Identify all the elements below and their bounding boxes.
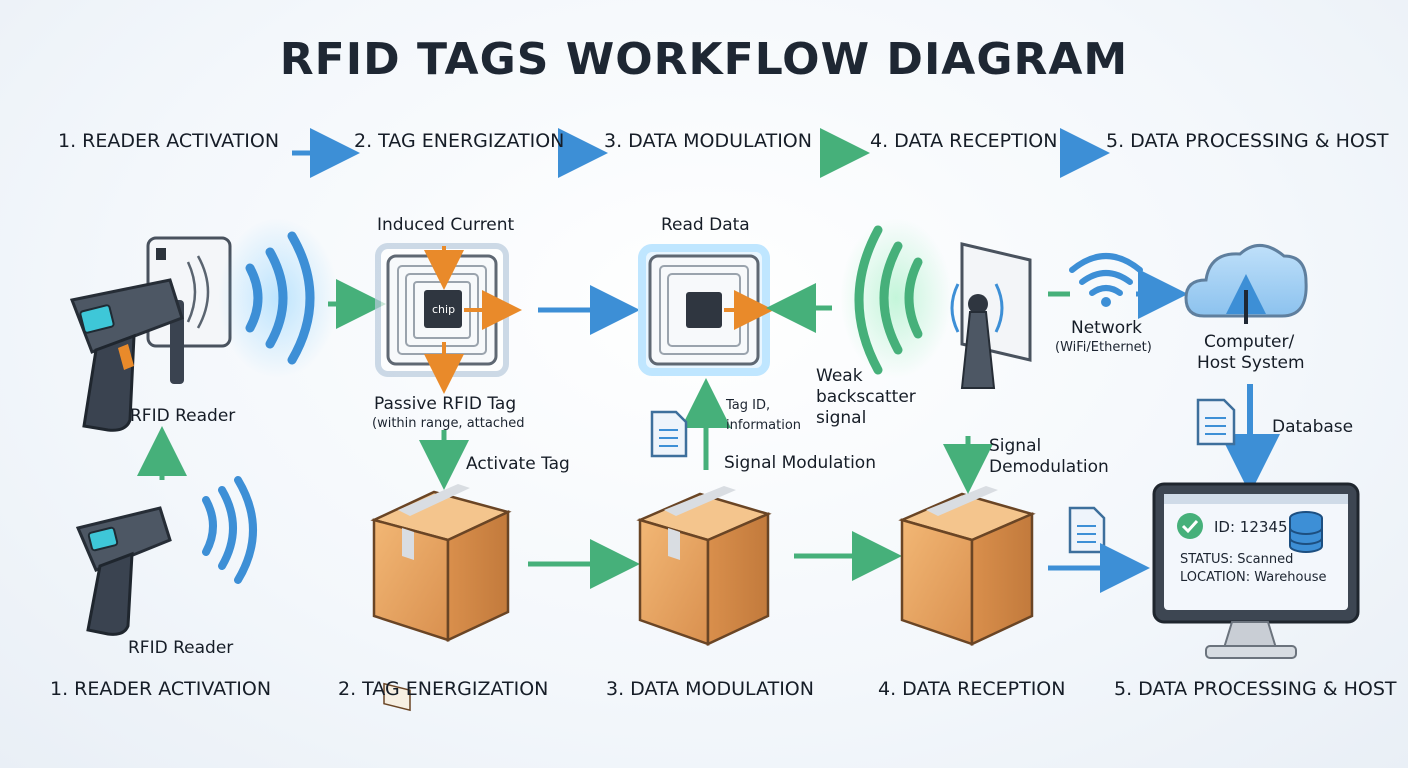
label-signal-demod-1: Signal bbox=[989, 436, 1042, 456]
step-top-5: 5. DATA PROCESSING & HOST bbox=[1106, 130, 1389, 152]
label-rfid-reader-bottom: RFID Reader bbox=[128, 638, 234, 658]
label-chip: chip bbox=[432, 303, 456, 316]
label-rfid-reader-top: RFID Reader bbox=[130, 406, 236, 426]
screen-location: LOCATION: Warehouse bbox=[1180, 570, 1327, 585]
database-icon bbox=[1289, 511, 1323, 553]
step-bottom-2: 2. TAG ENERGIZATION bbox=[338, 678, 549, 700]
label-network: Network bbox=[1071, 318, 1142, 338]
label-weak-3: signal bbox=[816, 408, 867, 428]
label-weak-2: backscatter bbox=[816, 387, 916, 407]
screen-id: ID: 12345 bbox=[1214, 518, 1288, 536]
wifi-icon bbox=[1069, 253, 1143, 307]
label-database: Database bbox=[1272, 417, 1354, 437]
document-icon-3 bbox=[1068, 506, 1106, 554]
label-induced-current: Induced Current bbox=[377, 215, 515, 235]
step-bottom-5: 5. DATA PROCESSING & HOST bbox=[1114, 678, 1397, 700]
step-top-4: 4. DATA RECEPTION bbox=[870, 130, 1058, 152]
check-icon bbox=[1177, 513, 1203, 539]
label-read-data: Read Data bbox=[661, 215, 750, 235]
document-icon-2 bbox=[650, 410, 688, 458]
rfid-reader-icon bbox=[69, 278, 184, 432]
backscatter-waves bbox=[840, 218, 952, 378]
cardboard-box-icon-2 bbox=[636, 486, 772, 646]
cardboard-box-icon bbox=[370, 484, 512, 712]
label-tag-id-1: Tag ID, bbox=[726, 398, 771, 413]
label-network-note: (WiFi/Ethernet) bbox=[1055, 340, 1152, 355]
step-top-1: 1. READER ACTIVATION bbox=[58, 130, 280, 152]
chip-icon-2 bbox=[686, 292, 722, 328]
label-computer-2: Host System bbox=[1197, 353, 1305, 373]
cloud-icon bbox=[1184, 244, 1308, 324]
label-tag-id-2: information bbox=[726, 418, 802, 433]
reader-waves bbox=[218, 218, 338, 378]
step-top-3: 3. DATA MODULATION bbox=[604, 130, 812, 152]
screen-status: STATUS: Scanned bbox=[1180, 552, 1294, 567]
label-computer-1: Computer/ bbox=[1204, 332, 1295, 352]
label-signal-demod-2: Demodulation bbox=[989, 457, 1109, 477]
label-activate-tag: Activate Tag bbox=[466, 454, 570, 474]
radio-tower-icon bbox=[950, 242, 1032, 389]
document-icon bbox=[1196, 398, 1236, 446]
label-signal-modulation: Signal Modulation bbox=[724, 453, 876, 473]
step-bottom-4: 4. DATA RECEPTION bbox=[878, 678, 1066, 700]
step-top-2: 2. TAG ENERGIZATION bbox=[354, 130, 565, 152]
step-bottom-1: 1. READER ACTIVATION bbox=[50, 678, 272, 700]
rfid-reader-bottom-icon bbox=[75, 476, 257, 636]
cardboard-box-icon-3 bbox=[898, 486, 1036, 646]
page-title: RFID TAGS WORKFLOW DIAGRAM bbox=[279, 34, 1129, 85]
step-bottom-3: 3. DATA MODULATION bbox=[606, 678, 814, 700]
rfid-tag-icon bbox=[375, 243, 509, 377]
rfid-tag-read-icon bbox=[638, 244, 770, 376]
label-passive-tag: Passive RFID Tag bbox=[374, 394, 517, 414]
label-passive-tag-note: (within range, attached bbox=[372, 416, 525, 431]
chip-icon bbox=[424, 290, 462, 328]
label-weak-1: Weak bbox=[816, 366, 863, 386]
